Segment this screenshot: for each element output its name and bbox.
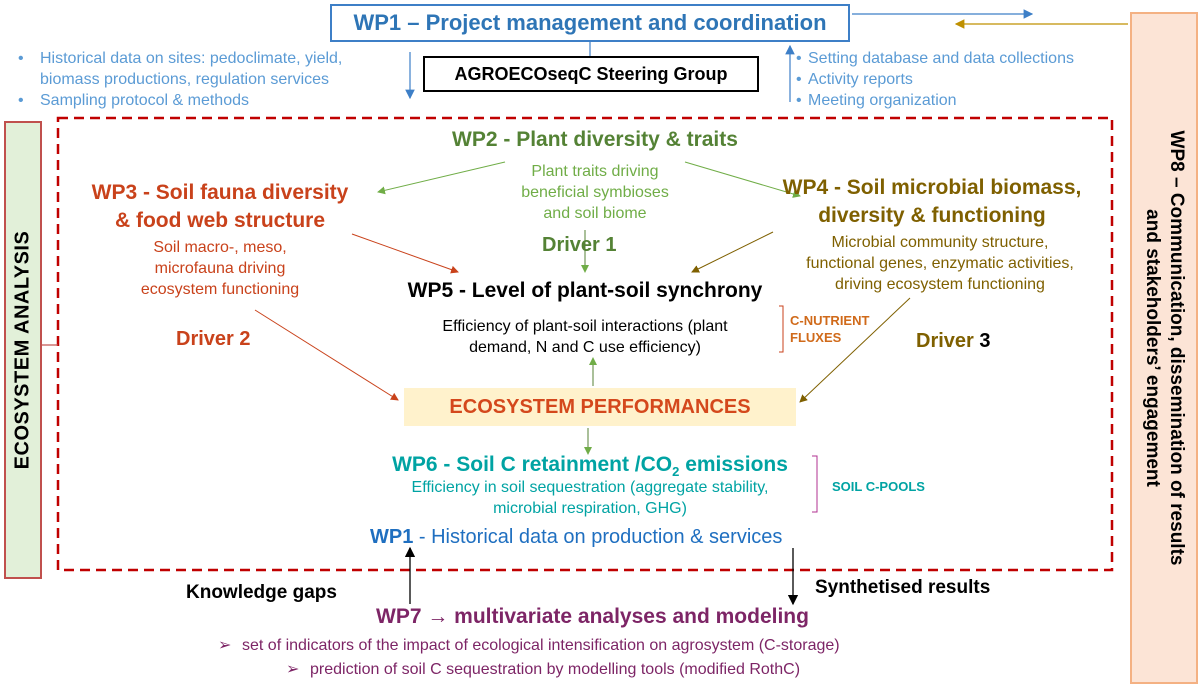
wp2-to-wp4-arrow	[684, 161, 801, 198]
ecosystem-analysis-label: ECOSYSTEM ANALYSIS	[11, 230, 34, 470]
wp1-header-box: WP1 – Project management and coordinatio…	[330, 4, 850, 42]
wp4-to-wp5-arrow	[691, 231, 774, 273]
list-item: •Setting database and data collections	[796, 50, 1074, 67]
soil-c-pools-tag: SOIL C-POOLS	[832, 479, 925, 494]
wp7-title: WP7 → multivariate analyses and modeling	[376, 605, 809, 628]
dashed-frame	[56, 116, 1114, 572]
wp4-title: WP4 - Soil microbial biomass,diversity &…	[782, 176, 1082, 227]
steering-group-box: AGROECOseqC Steering Group	[423, 56, 759, 92]
knowledge-gaps-label: Knowledge gaps	[186, 582, 337, 603]
list-item: biomass productions, regulation services	[40, 71, 330, 88]
list-item: •Historical data on sites: pedoclimate, …	[18, 50, 343, 67]
wp2-to-wp3-arrow	[377, 161, 506, 195]
driver2-arrow	[254, 309, 399, 401]
c-nutrient-bracket	[779, 305, 784, 353]
list-item: •Sampling protocol & methods	[18, 92, 249, 109]
wp6-description: Efficiency in soil sequestration (aggreg…	[411, 479, 769, 517]
wp1-left-bullets: •Historical data on sites: pedoclimate, …	[18, 48, 342, 111]
wp7-bullets: ➢set of indicators of the impact of ecol…	[218, 634, 840, 682]
wp8-line-1: WP8 – Communication, dissemination of re…	[1166, 130, 1187, 566]
driver3-arrow	[799, 297, 911, 403]
wp1-historical-line: WP1 - Historical data on production & se…	[370, 526, 783, 548]
soil-c-pools-bracket	[812, 455, 818, 513]
steering-group-label: AGROECOseqC Steering Group	[454, 63, 728, 84]
list-item: •Meeting organization	[796, 92, 957, 109]
wp3-to-wp5-arrow	[351, 233, 459, 274]
ecosystem-performances-label: ECOSYSTEM PERFORMANCES	[449, 395, 751, 418]
list-item: •Activity reports	[796, 71, 913, 88]
list-item: ➢prediction of soil C sequestration by m…	[286, 661, 801, 678]
ecosystem-performances-box: ECOSYSTEM PERFORMANCES	[404, 388, 796, 426]
driver2-label: Driver 2	[176, 328, 251, 350]
wp4-description: Microbial community structure,functional…	[806, 234, 1074, 293]
driver1-label: Driver 1	[542, 234, 617, 256]
wp3-title: WP3 - Soil fauna diversity& food web str…	[91, 181, 349, 232]
driver3-label: Driver 3	[916, 330, 991, 352]
wp2-title: WP2 - Plant diversity & traits	[452, 128, 738, 151]
list-item: ➢set of indicators of the impact of ecol…	[218, 637, 840, 654]
synthetised-results-label: Synthetised results	[815, 577, 991, 598]
wp5-title: WP5 - Level of plant-soil synchrony	[407, 279, 763, 302]
wp8-label: WP8 – Communication, dissemination of re…	[1140, 131, 1188, 566]
wp1-title: WP1 – Project management and coordinatio…	[353, 10, 827, 35]
wp5-description: Efficiency of plant-soil interactions (p…	[442, 318, 728, 356]
wp8-line-2: and stakeholders’ engagement	[1142, 209, 1163, 487]
wp6-title: WP6 - Soil C retainment /CO2 emissions	[392, 453, 788, 480]
wp8-box: WP8 – Communication, dissemination of re…	[1130, 12, 1198, 684]
ecosystem-analysis-bar: ECOSYSTEM ANALYSIS	[4, 121, 42, 579]
wp1-right-bullets: •Setting database and data collections •…	[796, 48, 1074, 111]
